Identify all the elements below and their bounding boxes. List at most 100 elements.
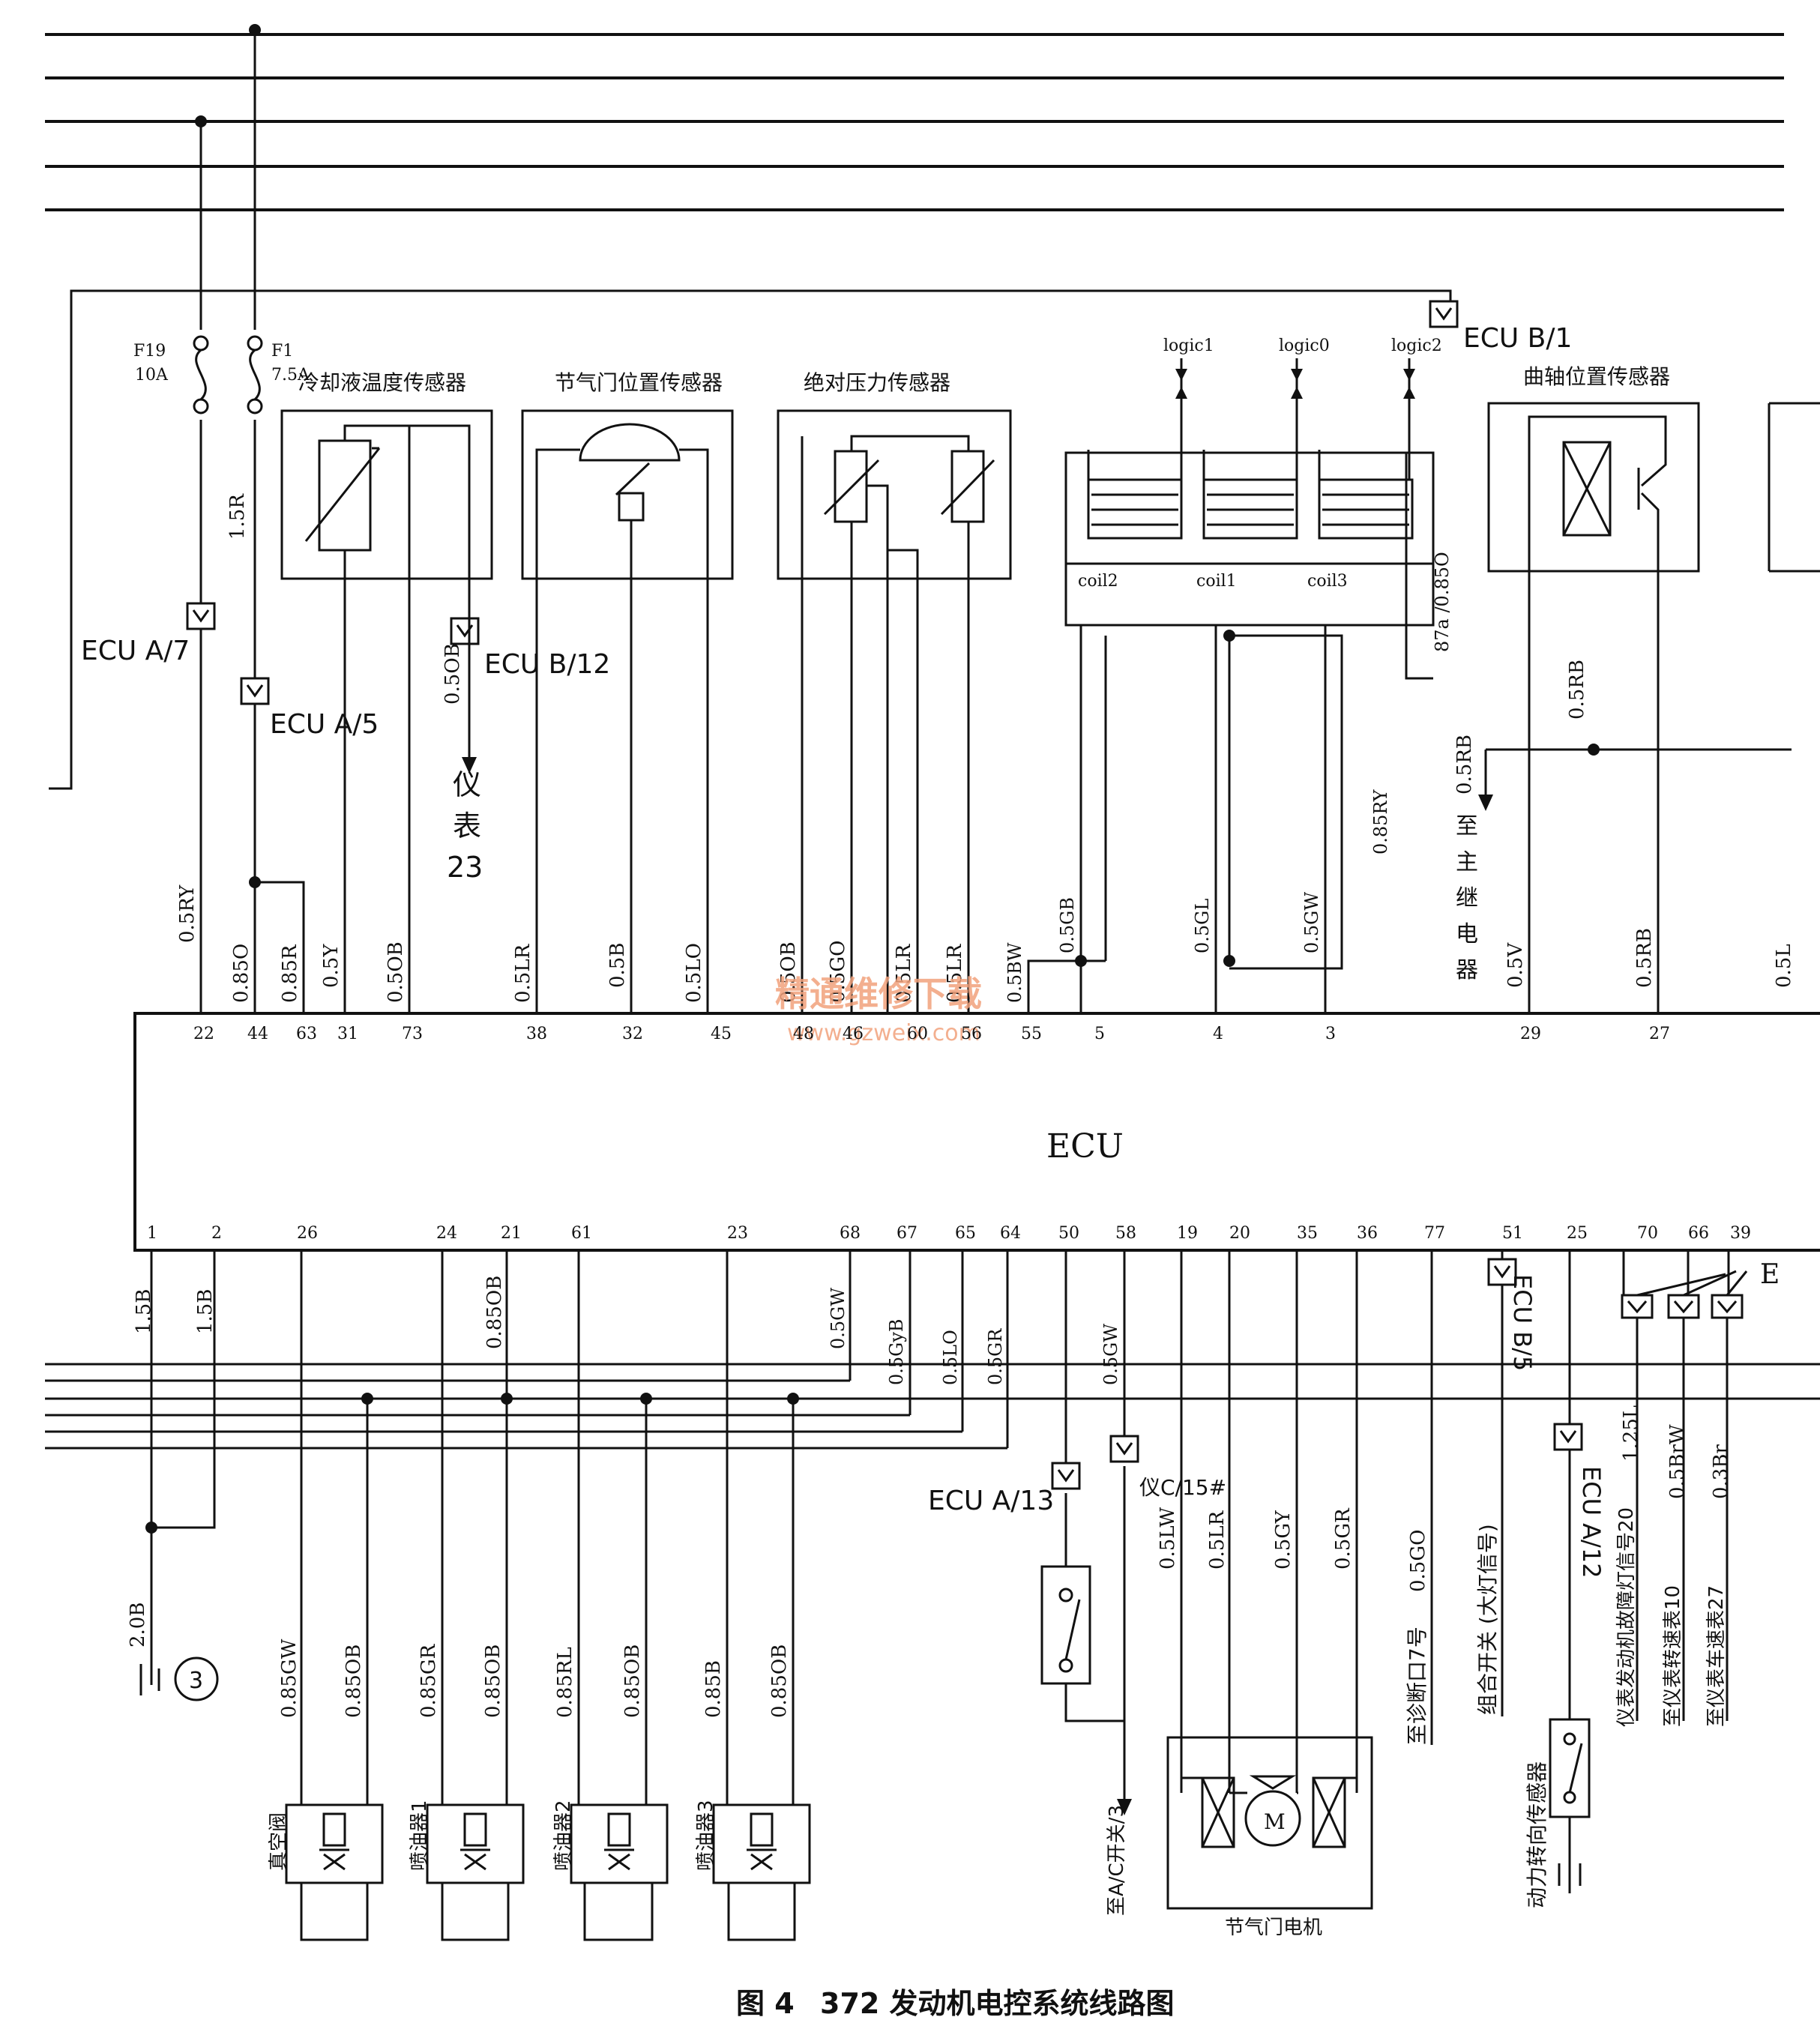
wire-label: 0.5RY	[176, 884, 199, 943]
pin-number: 25	[1567, 1224, 1588, 1243]
wire-label: 0.5OB	[385, 941, 407, 1003]
wire-label: 0.85GW	[278, 1638, 301, 1718]
sensor-title-throttle: 节气门位置传感器	[555, 370, 723, 395]
wire-label: 0.85OB	[621, 1644, 644, 1718]
pin-number: 55	[1021, 1025, 1042, 1043]
sensor-title-crank: 曲轴位置传感器	[1523, 364, 1670, 389]
ecu-label: ECU	[1046, 1127, 1124, 1166]
wire-label: 0.5GY	[1272, 1510, 1295, 1570]
wire-label: 0.5GW	[1100, 1324, 1121, 1385]
pin-number: 51	[1502, 1224, 1523, 1243]
wire-label: 1.5B	[194, 1289, 217, 1334]
dest-combo-switch: 组合开关 (大灯信号)	[1475, 1524, 1500, 1715]
ground-number: 3	[189, 1668, 203, 1694]
supply-rails	[45, 33, 1784, 211]
connector-yi-c15: 仪C/15#	[1139, 1475, 1226, 1500]
wire-label: 0.5RB	[1566, 660, 1588, 720]
pin-number: 21	[501, 1224, 522, 1243]
pin-number: 38	[526, 1025, 547, 1043]
pin-number: 22	[193, 1025, 214, 1043]
connector-icon	[1051, 1258, 1744, 1490]
pin-number: 27	[1649, 1025, 1670, 1043]
pin-number: 45	[711, 1025, 732, 1043]
connector-ecu-b12: ECU B/12	[484, 649, 610, 680]
dest-tachometer: 至仪表转速表10	[1662, 1585, 1684, 1727]
pin-number: 61	[571, 1224, 592, 1243]
wire-label: 0.5RB	[1453, 735, 1476, 795]
wire-label: 0.5GO	[1407, 1530, 1429, 1592]
dest-relay-1: 至	[1456, 813, 1478, 839]
watermark-url: www.gzweix.com	[787, 1020, 980, 1046]
pin-number: 32	[622, 1025, 643, 1043]
connector-ecu-b5: ECU B/5	[1508, 1274, 1537, 1371]
wire-label: 0.85OB	[768, 1644, 791, 1718]
wire-label: 0.5BrW	[1666, 1424, 1689, 1499]
wire-label: 0.5B	[606, 943, 629, 988]
pin-number: 39	[1730, 1224, 1751, 1243]
injector-coil-icon	[319, 1812, 777, 1871]
wire-label: 0.5BW	[1004, 942, 1025, 1003]
wire-label: 0.5GW	[828, 1288, 849, 1349]
connector-ecu-a13: ECU A/13	[928, 1486, 1054, 1516]
pin-number: 64	[1000, 1224, 1021, 1243]
pin-number: 2	[211, 1224, 222, 1243]
dest-diag-port: 至诊断口7号	[1405, 1626, 1429, 1745]
pin-number: 44	[247, 1025, 268, 1043]
dest-relay-3: 继	[1456, 885, 1478, 911]
wire-label: 0.3Br	[1710, 1444, 1732, 1499]
ground-icon	[1558, 1856, 1582, 1893]
wire-label: 0.85O	[230, 944, 253, 1003]
fuse-f19-rating: 10A	[135, 366, 169, 385]
wire-label: 0.5GR	[985, 1328, 1006, 1385]
pin-number: 48	[793, 1025, 814, 1043]
ignition-coil1: coil1	[1196, 572, 1237, 591]
sensor-title-map: 绝对压力传感器	[804, 370, 950, 395]
arrow-icon	[1117, 1799, 1132, 1815]
actuator-vacuum-valve: 真空阀	[268, 1812, 290, 1871]
wire-label: 0.5RB	[1633, 928, 1656, 988]
fuse-f1-id: F1	[271, 342, 293, 361]
wire-label: 0.85B	[702, 1660, 725, 1718]
right-wire-labels: 0.5GO 1.25L 0.5BrW 0.3Br	[1407, 1405, 1732, 1592]
wire-label: 0.85RL	[554, 1647, 576, 1718]
figure-title: 372 发动机电控系统线路图	[820, 1987, 1175, 2020]
wire-label: 0.85GR	[418, 1643, 440, 1718]
pin-number: 5	[1094, 1025, 1105, 1043]
pin-number: 19	[1177, 1224, 1198, 1243]
actuator-injector-1: 喷油器1	[409, 1800, 431, 1871]
connector-ecu-a7: ECU A/7	[81, 636, 190, 666]
fuse-f19	[193, 335, 209, 414]
pin-number: 66	[1688, 1224, 1709, 1243]
pin-number: 77	[1424, 1224, 1445, 1243]
ecu-block	[133, 1012, 1820, 1252]
ecu-top-pins: 22 44 63 31 73 38 32 45 48 46 60 56 55 5…	[193, 1025, 1670, 1043]
figure-number: 图 4	[736, 1987, 795, 2020]
wire-label: 0.5GR	[1332, 1507, 1355, 1570]
wire-label: 0.5GO	[827, 941, 849, 1003]
dest-ac-switch: 至A/C开关/3	[1106, 1805, 1128, 1916]
pin-number: 23	[727, 1224, 748, 1243]
crank-junction	[1478, 744, 1600, 811]
connector-ecu-a12: ECU A/12	[1577, 1466, 1606, 1579]
wire-label: 0.5GL	[1192, 899, 1213, 953]
arrow-icon	[462, 757, 477, 774]
pin-number: 26	[297, 1224, 318, 1243]
fuse-f1-rating: 7.5A	[271, 366, 310, 385]
top-wire-labels: 0.5RY 0.85O 0.85R 0.5Y 0.5OB 0.5LR 0.5B …	[176, 884, 1795, 1003]
connector-ecu-b1: ECU B/1	[1463, 323, 1572, 354]
wire-label: 0.5Y	[320, 944, 343, 988]
wire-label: 0.5GW	[1301, 892, 1322, 953]
wire-label: 0.85R	[279, 944, 301, 1003]
pin-number: 3	[1325, 1025, 1336, 1043]
ecu-bottom-pins: 1 2 26 24 21 61 23 68 67 65 64 50 58 19 …	[147, 1224, 1751, 1243]
actuator-ps-sensor: 动力转向传感器	[1525, 1761, 1549, 1908]
dest-relay-2: 主	[1456, 849, 1478, 875]
wire-label: 0.5GB	[1057, 897, 1078, 953]
wire-label: 0.5V	[1504, 942, 1527, 988]
dest-relay-5: 器	[1456, 957, 1478, 983]
actuator-injector-3: 喷油器3	[695, 1800, 717, 1871]
coolant-temp-sensor	[280, 409, 493, 1013]
pin-number: 68	[840, 1224, 861, 1243]
wire-label: 0.5LR	[1206, 1510, 1229, 1570]
